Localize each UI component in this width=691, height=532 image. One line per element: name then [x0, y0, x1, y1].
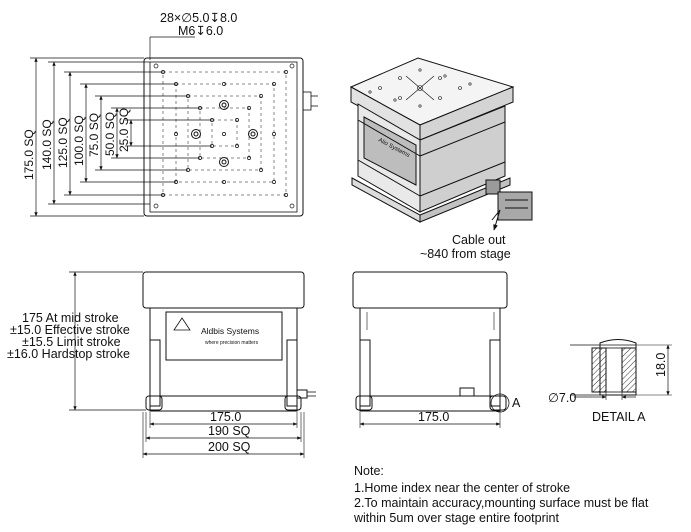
detail-marker: A — [512, 396, 521, 410]
dim-175sq: 175.0 SQ — [22, 129, 36, 180]
front-dim-mid: 190 SQ — [208, 424, 251, 438]
top-view — [30, 36, 318, 217]
front-view — [69, 271, 316, 458]
front-dim-outer: 200 SQ — [208, 440, 251, 454]
hole-callout-1: 28×∅5.0↧8.0 — [160, 11, 237, 25]
side-view — [352, 271, 510, 428]
top-view-inner — [149, 61, 298, 213]
dim-75sq: 75.0 SQ — [87, 113, 101, 157]
front-dim-inner: 175.0 — [210, 410, 241, 424]
detail-title: DETAIL A — [592, 410, 646, 424]
stroke-line-2: ±15.0 Effective stroke — [10, 323, 130, 337]
note-line-3: within 5um over stage entire footprint — [354, 511, 559, 525]
note-line-2: 2.To maintain accuracy,mounting surface … — [354, 496, 649, 510]
stroke-line-1: 175 At mid stroke — [22, 311, 119, 325]
dim-50sq: 50.0 SQ — [103, 112, 117, 156]
stroke-line-4: ±16.0 Hardstop stroke — [7, 347, 130, 361]
top-view-outline — [143, 57, 304, 217]
detail-a-view — [570, 339, 672, 400]
top-connector — [302, 91, 312, 111]
stroke-line-3: ±15.5 Limit stroke — [22, 335, 121, 349]
detail-height: 18.0 — [654, 353, 668, 377]
dim-140sq: 140.0 SQ — [40, 119, 54, 170]
cable-label-1: Cable out — [452, 233, 506, 247]
dim-100sq: 100.0 SQ — [72, 115, 86, 166]
side-dim: 175.0 — [418, 410, 449, 424]
detail-dia: ∅7.0 — [548, 391, 576, 405]
hole-callout-2: M6↧6.0 — [178, 24, 223, 38]
iso-view — [349, 57, 533, 231]
dim-125sq: 125.0 SQ — [56, 117, 70, 168]
notes-block: Note: 1.Home index near the center of st… — [354, 464, 648, 526]
note-line-1: 1.Home index near the center of stroke — [354, 481, 571, 495]
front-tagline: where precision matters — [205, 340, 259, 346]
notes-heading: Note: — [354, 464, 384, 478]
front-brand: Aldbis Systems — [201, 326, 259, 336]
cable-label-2: ~840 from stage — [420, 247, 511, 261]
dim-25sq: 25.0 SQ — [117, 108, 131, 152]
